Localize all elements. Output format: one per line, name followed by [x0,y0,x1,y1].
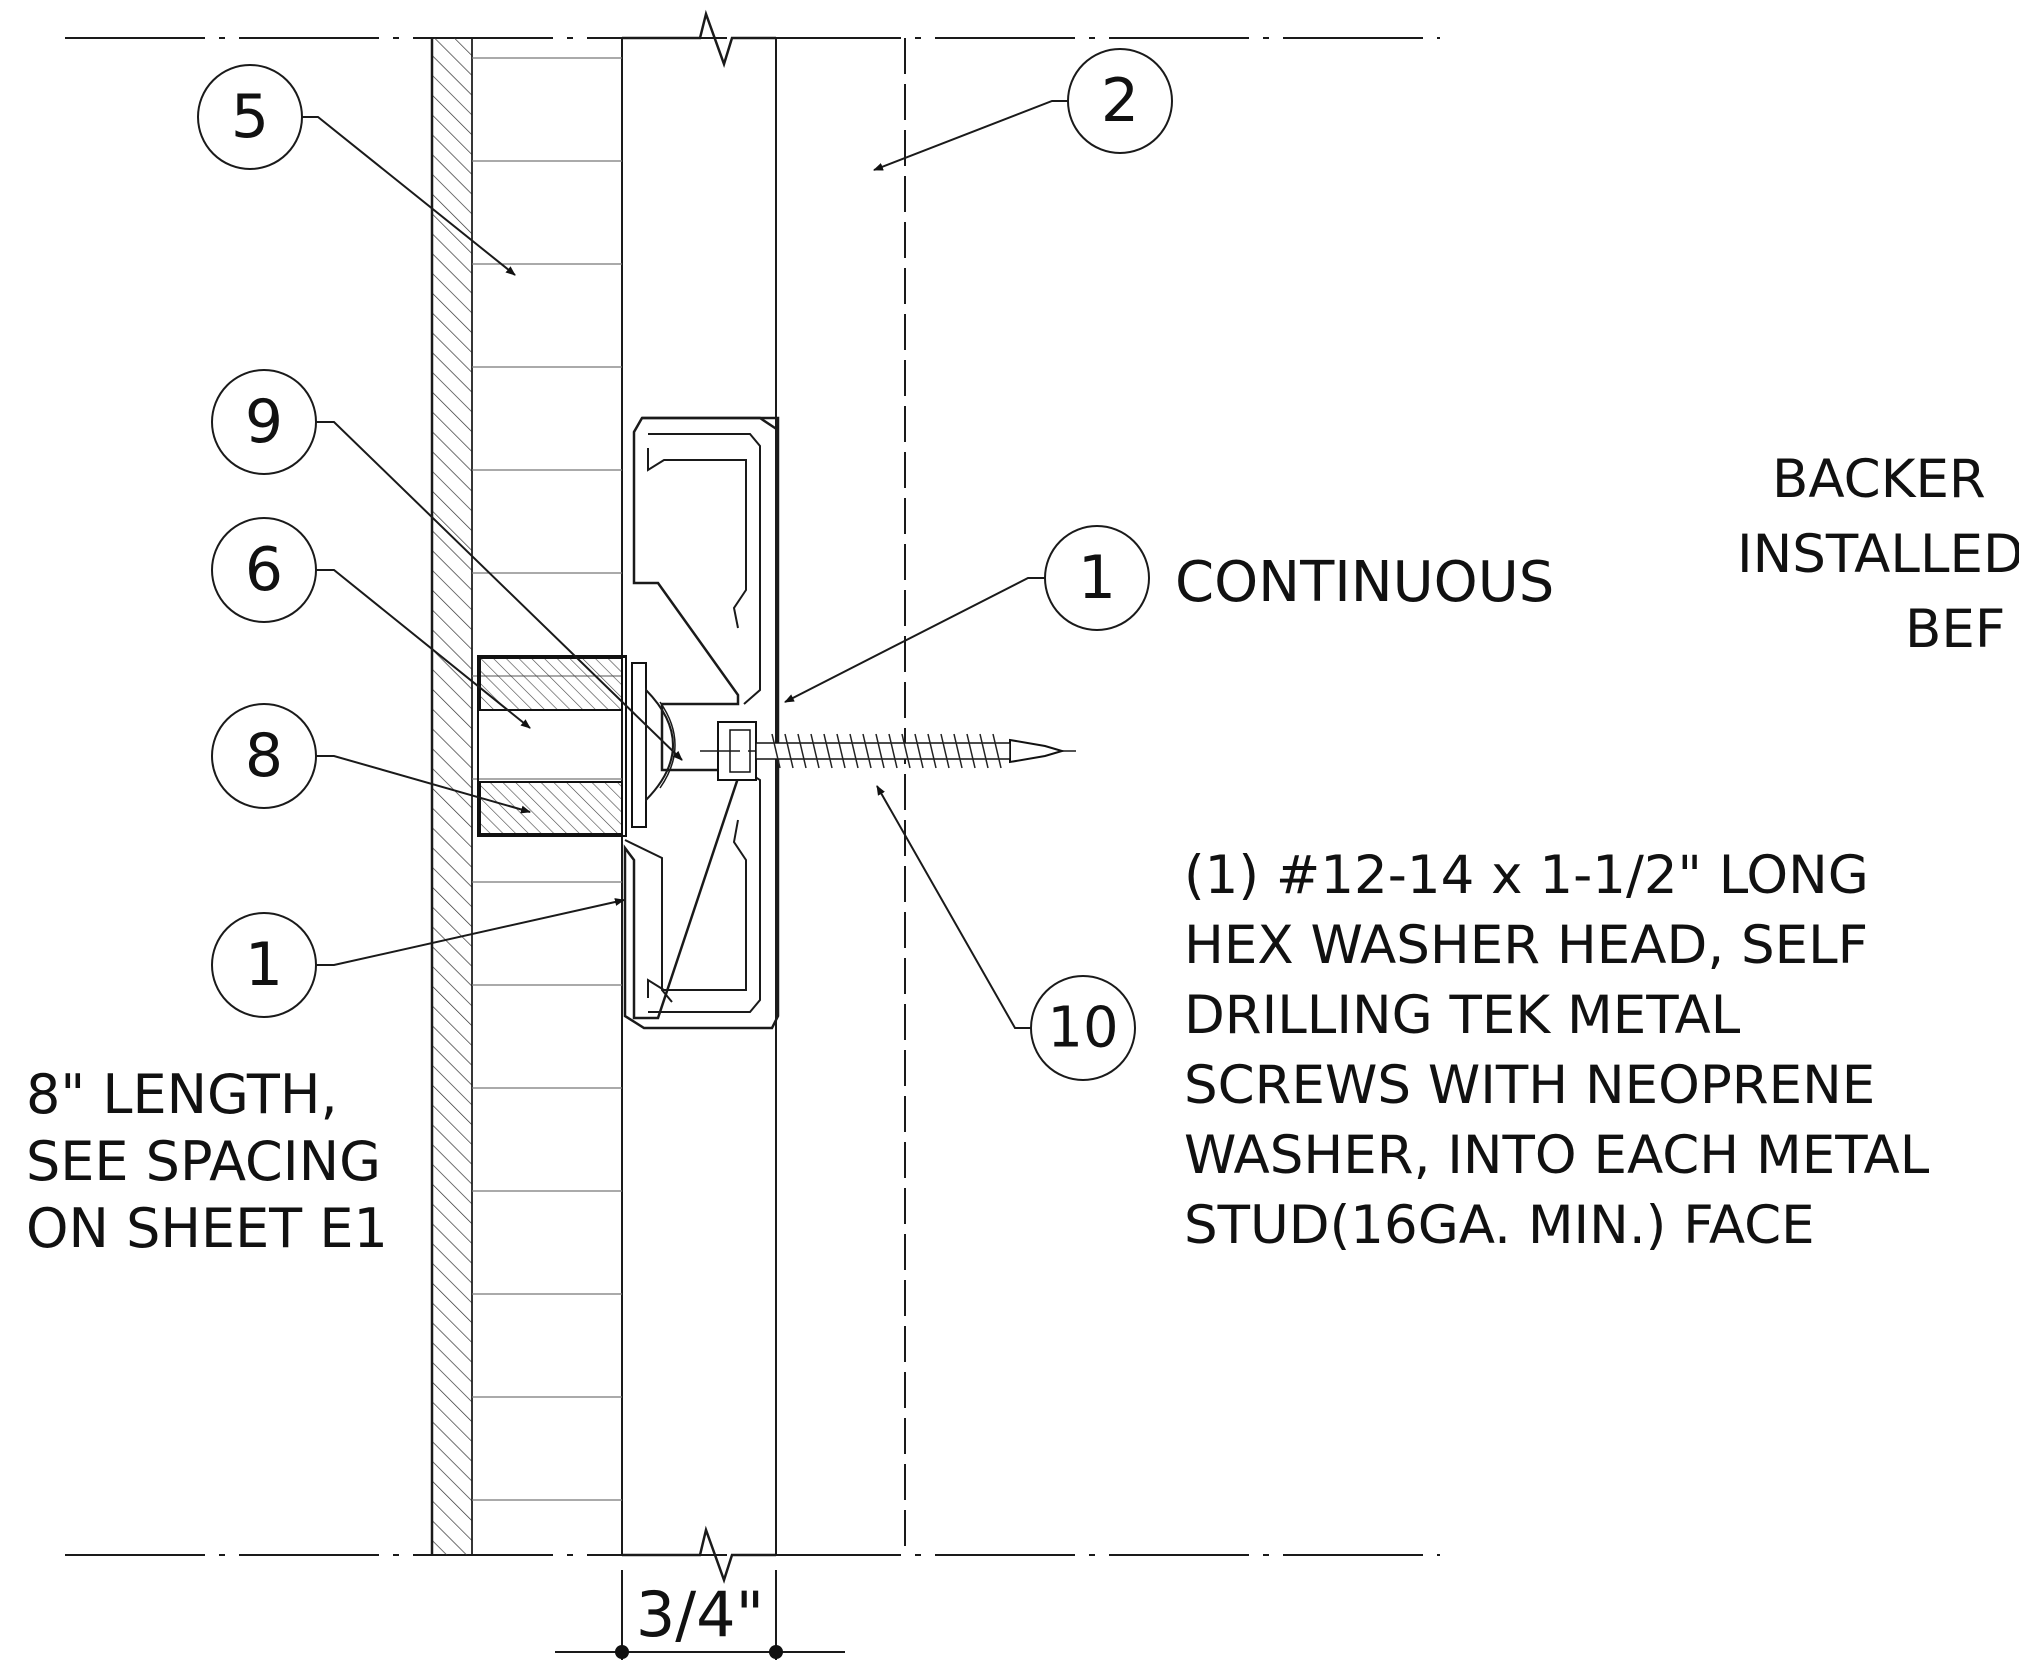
screw-thread [888,733,898,769]
callout-2: 2 [873,48,1173,171]
callout-8-number: 8 [245,721,283,791]
screw-thread [771,733,781,769]
note-backer: BACKER INSTALLED BEF [1737,449,2019,660]
callout-9-number: 9 [245,387,283,457]
spacer-blocks [477,655,627,837]
screw-thread [966,733,976,769]
screw-thread [810,733,820,769]
note-backer-line-1: BACKER [1772,449,1986,510]
insulation-layer [471,38,623,1555]
panel-layer [622,9,906,1584]
neoprene-washer [631,662,676,828]
note-length: 8" LENGTH, SEE SPACING ON SHEET E1 [26,1063,388,1260]
screw-thread [953,733,963,769]
note-screw-line-3: DRILLING TEK METAL [1184,985,1741,1046]
note-screw-line-1: (1) #12-14 x 1-1/2" LONG [1184,845,1869,906]
screw-thread [901,733,911,769]
section-boundaries [65,37,1440,1556]
note-length-line-3: ON SHEET E1 [26,1197,388,1260]
callout-5: 5 [197,64,516,276]
callout-1-bottom-number: 1 [245,930,283,1000]
note-screw-line-2: HEX WASHER HEAD, SELF [1184,915,1868,976]
screw-thread [823,733,833,769]
callout-2-number: 2 [1101,66,1139,136]
tek-screw [700,721,1080,781]
callout-8: 8 [211,703,531,814]
callout-6-number: 6 [245,535,283,605]
screw-thread [940,733,950,769]
note-length-line-1: 8" LENGTH, [26,1063,338,1126]
callout-1-top-number: 1 [1078,543,1116,613]
screw-thread [797,733,807,769]
screw-thread [979,733,989,769]
screw-thread [836,733,846,769]
callout-9: 9 [211,369,683,761]
dimension-3-4: 3/4" [555,1570,845,1660]
note-backer-line-3: BEF [1905,599,2005,660]
note-length-line-2: SEE SPACING [26,1130,381,1193]
screw-thread [914,733,924,769]
note-screw-line-6: STUD(16GA. MIN.) FACE [1184,1195,1815,1256]
note-backer-line-2: INSTALLED [1737,524,2019,585]
note-screw-line-5: WASHER, INTO EACH METAL [1184,1125,1930,1186]
note-continuous: CONTINUOUS [1175,550,1554,615]
screw-thread [784,733,794,769]
bottom-break-line [622,1525,776,1584]
callout-6: 6 [211,517,531,729]
callout-5-number: 5 [231,82,269,152]
screw-thread [927,733,937,769]
substrate-layer [430,38,473,1555]
note-screw-line-4: SCREWS WITH NEOPRENE [1184,1055,1875,1116]
screw-thread [992,733,1002,769]
note-screw-spec: (1) #12-14 x 1-1/2" LONG HEX WASHER HEAD… [1184,845,1930,1256]
callout-10: 10 [876,785,1136,1081]
callout-10-number: 10 [1047,996,1118,1061]
screw-thread [862,733,872,769]
callout-1-top: 1 [784,525,1150,703]
top-break-line [622,9,776,68]
callout-1-bottom: 1 [211,898,625,1018]
screw-thread [849,733,859,769]
screw-thread [875,733,885,769]
dimension-label: 3/4" [636,1578,764,1651]
